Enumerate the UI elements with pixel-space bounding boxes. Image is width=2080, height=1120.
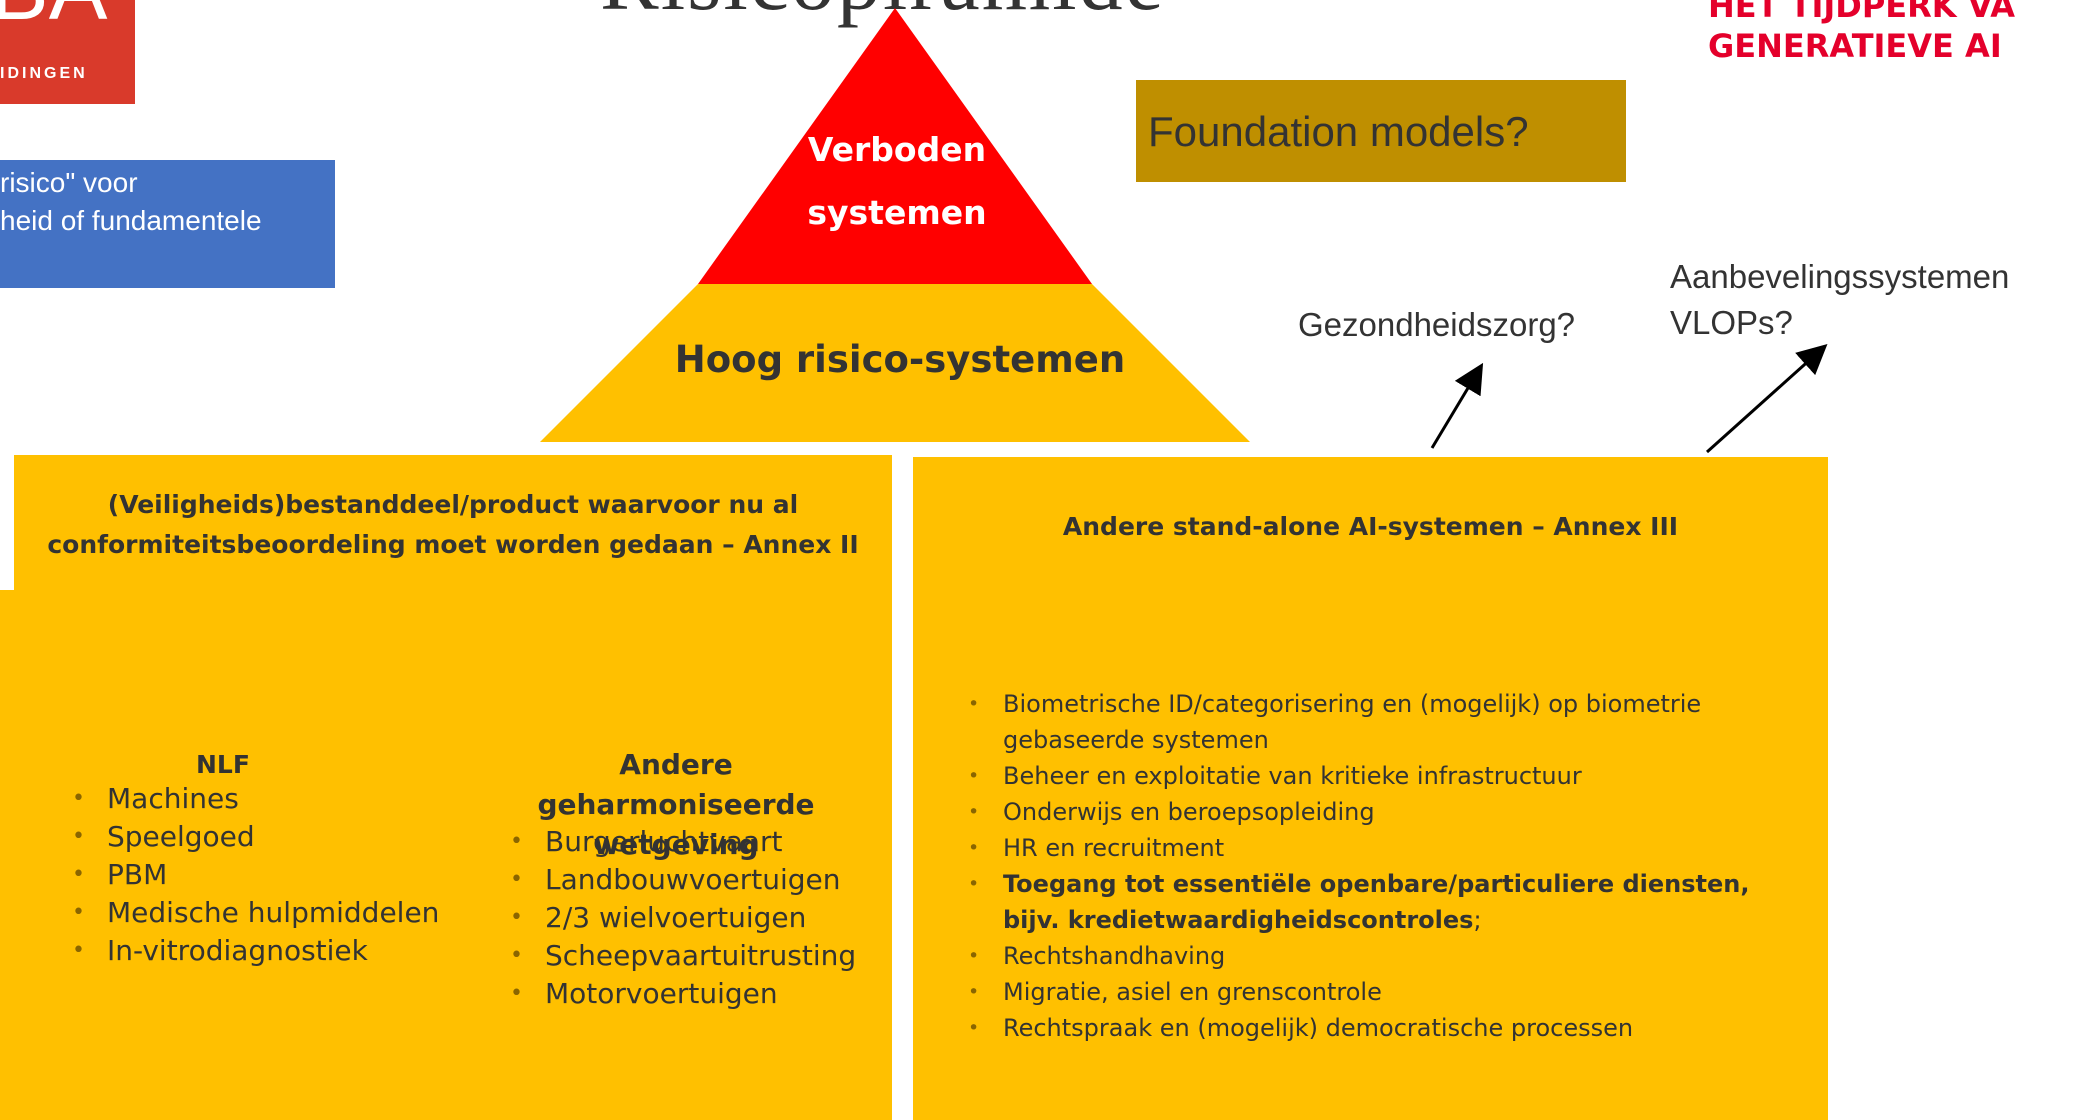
list-item-text: Migratie, asiel en grenscontrole [1003, 978, 1382, 1006]
annex-iii-list-item: • Biometrische ID/categorisering en (moge… [966, 686, 1766, 758]
list-item-text: Landbouwvoertuigen [545, 863, 841, 896]
arrow-to-recommender [1705, 343, 1828, 454]
list-item-text: Burgerluchtvaart [545, 825, 783, 858]
nlf-list-item: • Speelgoed [70, 818, 439, 856]
nlf-list-item: • Medische hulpmiddelen [70, 894, 439, 932]
bullet-icon: • [968, 981, 980, 1003]
annex-ii-heading-line-1: (Veiligheids)bestanddeel/product waarvoo… [107, 490, 799, 519]
list-item-text: Beheer en exploitatie van kritieke infra… [1003, 762, 1582, 790]
foundation-models-label: Foundation models? [1148, 108, 1529, 155]
list-item-text: In-vitrodiagnostiek [107, 934, 368, 967]
bullet-icon: • [72, 938, 85, 963]
logo: BA IDINGEN [0, 0, 135, 104]
bullet-icon: • [72, 786, 85, 811]
list-item-text: Rechtshandhaving [1003, 942, 1226, 970]
bullet-icon: • [968, 873, 980, 895]
brand-line-2: GENERATIEVE AI [1708, 27, 2002, 65]
brand-text: HET TIJDPERK VA GENERATIEVE AI [1708, 0, 2015, 66]
list-item-text: 2/3 wielvoertuigen [545, 901, 807, 934]
pyramid-middle-label: Hoog risico-systemen [674, 338, 1126, 381]
annex-iii-box: Andere stand-alone AI-systemen – Annex I… [913, 457, 1828, 1120]
annex-iii-list-item: • Rechtshandhaving [966, 938, 1766, 974]
annex-ii-heading-line-2: conformiteitsbeoordeling moet worden ged… [47, 530, 859, 559]
arrow-to-healthcare [1430, 362, 1484, 449]
bullet-icon: • [968, 837, 980, 859]
harmonised-list-item: • Landbouwvoertuigen [508, 861, 856, 899]
annex-iii-list-item: • Beheer en exploitatie van kritieke infr… [966, 758, 1766, 794]
harmonised-list-item: • Scheepvaartuitrusting [508, 937, 856, 975]
nlf-list-item: • In-vitrodiagnostiek [70, 932, 439, 970]
pyramid-top-label-line-2: systemen [807, 193, 987, 232]
bullet-icon: • [510, 867, 523, 892]
harmonised-list-item: • Motorvoertuigen [508, 975, 856, 1013]
nlf-list: • Machines • Speelgoed • PBM • Medische hulpmid… [70, 780, 439, 970]
harmonised-legislation-list: • Burgerluchtvaart • Landbouwvoertuigen • 2/3… [508, 823, 856, 1013]
brand-line-1: HET TIJDPERK VA [1708, 0, 2016, 25]
slide-title: Risicopiramide [600, 0, 1166, 31]
healthcare-label: Gezondheidszorg? [1298, 306, 1576, 343]
nlf-list-item: • Machines [70, 780, 439, 818]
list-item-text: Motorvoertuigen [545, 977, 778, 1010]
logo-subtitle: IDINGEN [0, 65, 88, 82]
list-item-text: Toegang tot essentiële openbare/particul… [1003, 870, 1750, 934]
annex-iii-list-item: • HR en recruitment [966, 830, 1766, 866]
harmonised-list-item: • 2/3 wielvoertuigen [508, 899, 856, 937]
bullet-icon: • [968, 1017, 980, 1039]
annex-iii-list-item: • Onderwijs en beroepsopleiding [966, 794, 1766, 830]
bullet-icon: • [968, 765, 980, 787]
list-item-text: Speelgoed [107, 820, 255, 853]
blue-callout-line-2: heid of fundamentele [0, 205, 262, 236]
annex-ii-box: (Veiligheids)bestanddeel/product waarvoo… [14, 455, 892, 1120]
list-item-text: Medische hulpmiddelen [107, 896, 440, 929]
list-item-text: Machines [107, 782, 239, 815]
annex-ii-heading: (Veiligheids)bestanddeel/product waarvoo… [34, 485, 872, 565]
bullet-icon: • [72, 862, 85, 887]
harmonised-legislation-heading: Andere geharmoniseerde wetgeving [496, 745, 856, 865]
logo-letters: BA [0, 0, 107, 40]
bullet-icon: • [968, 801, 980, 823]
recommender-label-line-1: Aanbevelingssystemen [1670, 258, 2010, 295]
harmonised-heading-line-1: Andere geharmoniseerde [537, 748, 815, 821]
blue-callout-text: risico" voor heid of fundamentele [0, 164, 262, 240]
bullet-icon: • [510, 829, 523, 854]
annex-iii-heading: Andere stand-alone AI-systemen – Annex I… [1062, 512, 1679, 541]
bullet-icon: • [510, 905, 523, 930]
foundation-models-box: Foundation models? [1136, 80, 1626, 182]
annex-iii-list-item: • Toegang tot essentiële openbare/particu… [966, 866, 1766, 938]
harmonised-heading-line-2: wetgeving [593, 828, 759, 861]
recommender-label-line-2: VLOPs? [1670, 304, 1793, 341]
bullet-icon: • [510, 943, 523, 968]
pyramid-top-label-line-1: Verboden [807, 130, 987, 169]
pyramid-top-label: Verboden systemen [782, 118, 1012, 244]
bullet-icon: • [968, 945, 980, 967]
list-item-text: Onderwijs en beroepsopleiding [1003, 798, 1375, 826]
left-box-extension [0, 590, 14, 1120]
list-item-text: PBM [107, 858, 168, 891]
bullet-icon: • [968, 693, 980, 715]
annex-iii-list-item: • Rechtspraak en (mogelijk) democratische… [966, 1010, 1766, 1046]
annex-iii-list: • Biometrische ID/categorisering en (moge… [966, 686, 1766, 1046]
list-item-suffix: ; [1473, 906, 1482, 934]
list-item-text: Rechtspraak en (mogelijk) democratische … [1003, 1014, 1634, 1042]
bullet-icon: • [510, 981, 523, 1006]
harmonised-list-item: • Burgerluchtvaart [508, 823, 856, 861]
pyramid-top-forbidden [698, 8, 1092, 284]
recommender-label: Aanbevelingssystemen VLOPs? [1670, 254, 2009, 346]
blue-callout-box: risico" voor heid of fundamentele [0, 160, 335, 288]
bullet-icon: • [72, 900, 85, 925]
pyramid-middle-high-risk [540, 284, 1250, 442]
nlf-heading: NLF [196, 750, 250, 779]
nlf-list-item: • PBM [70, 856, 439, 894]
list-item-text: Biometrische ID/categorisering en (mogel… [1003, 690, 1702, 754]
blue-callout-line-1: risico" voor [0, 167, 138, 198]
annex-iii-list-item: • Migratie, asiel en grenscontrole [966, 974, 1766, 1010]
list-item-text: HR en recruitment [1003, 834, 1225, 862]
bullet-icon: • [72, 824, 85, 849]
list-item-text: Scheepvaartuitrusting [545, 939, 857, 972]
risk-pyramid [540, 8, 1250, 442]
